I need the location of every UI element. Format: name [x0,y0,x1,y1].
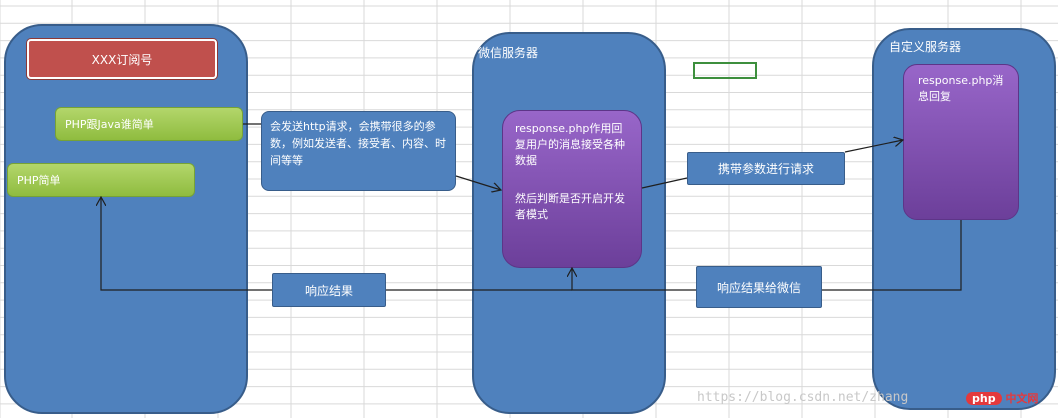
custom-response-node[interactable]: response.php消息回复 [903,64,1019,220]
carry-params-text: 携带参数进行请求 [717,162,814,176]
custom-server-title: 自定义服务器 [889,40,962,54]
php-simple-label: PHP简单 [17,174,61,187]
wechat-response-text: response.php作用回复用户的消息接受各种数据 [515,122,625,167]
logo-cn: 中文网 [1005,392,1039,405]
php-java-node[interactable]: PHP跟Java谁简单 [55,107,243,141]
selected-cell[interactable] [693,62,757,79]
arrow-wechat-to-client [101,197,572,291]
site-logo: php 中文网 [966,390,1038,406]
wechat-dev-mode-text: 然后判断是否开启开发者模式 [515,192,625,221]
response-result-text: 响应结果 [304,283,353,298]
response-result-label: 响应结果 [272,273,386,307]
arrow-custom-to-wechat [572,220,962,291]
response-to-wechat-text: 响应结果给微信 [716,280,801,295]
response-to-wechat-label: 响应结果给微信 [696,266,822,308]
send-request-text: 会发送http请求，会携带很多的参数，例如发送者、接受者、内容、时间等等 [270,120,446,167]
arrow-php-java-to-wechat [243,123,501,190]
carry-params-label: 携带参数进行请求 [687,152,845,185]
account-label: XXX订阅号 [91,52,153,67]
php-java-label: PHP跟Java谁简单 [65,118,154,131]
custom-response-text: response.php消息回复 [918,74,1004,103]
logo-php: php [966,392,1002,405]
wechat-server-title: 微信服务器 [478,46,539,60]
watermark: https://blog.csdn.net/zhang [697,390,909,405]
arrow-wechat-to-custom [641,140,903,189]
account-node[interactable]: XXX订阅号 [27,39,217,79]
client-panel [4,24,248,414]
send-request-note: 会发送http请求，会携带很多的参数，例如发送者、接受者、内容、时间等等 [261,111,456,191]
